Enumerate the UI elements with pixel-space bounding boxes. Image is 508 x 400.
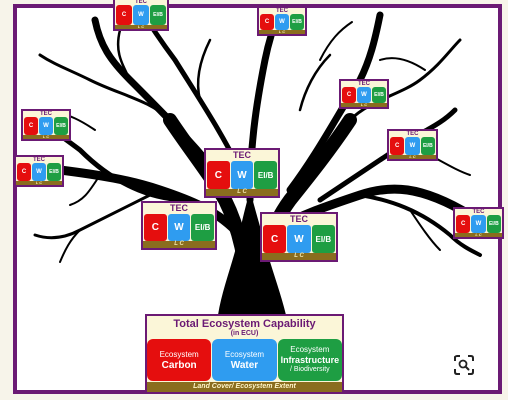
infrastructure-cell: EI/B <box>47 163 61 181</box>
land-cover-footer: L C <box>23 135 69 139</box>
water-cell: W <box>275 14 289 30</box>
water-cell: W <box>32 163 46 181</box>
water-cell: W <box>405 137 420 155</box>
infrastructure-cell: EI/B <box>191 214 215 241</box>
carbon-cell: C <box>390 137 405 155</box>
infrastructure-cell: EI/B <box>290 14 304 30</box>
carbon-cell: C <box>17 163 31 181</box>
land-cover-footer: L C <box>16 181 62 185</box>
main-subtitle: (in ECU) <box>230 330 259 337</box>
infrastructure-cell: EI/B <box>254 161 278 189</box>
carbon-cell: C <box>24 117 38 135</box>
infra-line1: Ecosystem <box>290 345 330 354</box>
tec-header: TEC <box>170 203 188 213</box>
water-line2: Water <box>230 360 259 371</box>
water-cell: W <box>471 215 486 233</box>
land-cover-footer-main: Land Cover/ Ecosystem Extent <box>147 382 342 392</box>
water-line1: Ecosystem <box>224 350 265 359</box>
infra-line2: Infrastructure <box>280 355 340 365</box>
water-cell: W <box>133 5 149 25</box>
land-cover-footer: L C <box>206 189 278 196</box>
infrastructure-cell: EI/B <box>54 117 68 135</box>
ecosystem-water-cell: Ecosystem Water <box>212 339 277 381</box>
infrastructure-cell: EI/B <box>486 215 501 233</box>
land-cover-footer: L C <box>262 253 336 260</box>
tec-header: TEC <box>33 157 45 163</box>
land-cover-footer: L C <box>389 155 436 159</box>
carbon-line1: Ecosystem <box>159 350 199 359</box>
tec-header: TEC <box>40 111 52 117</box>
water-cell: W <box>230 161 254 189</box>
tec-header: TEC <box>233 150 251 160</box>
carbon-cell: C <box>116 5 132 25</box>
main-title: Total Ecosystem Capability <box>173 318 316 330</box>
carbon-cell: C <box>260 14 274 30</box>
water-cell: W <box>357 87 371 103</box>
ecosystem-carbon-cell: Ecosystem Carbon <box>147 339 212 381</box>
infrastructure-cell: EI/B <box>311 225 335 253</box>
carbon-cell: C <box>342 87 356 103</box>
land-cover-footer: L C <box>115 25 167 29</box>
total-ecosystem-capability-box: Total Ecosystem Capability (in ECU) Ecos… <box>145 314 344 394</box>
water-cell: W <box>39 117 53 135</box>
search-zoom-icon[interactable] <box>453 354 475 376</box>
infrastructure-cell: EI/B <box>420 137 435 155</box>
tec-header: TEC <box>358 81 370 87</box>
infrastructure-cell: EI/B <box>372 87 386 103</box>
land-cover-footer: L C <box>259 30 305 34</box>
tec-header: TEC <box>472 209 485 215</box>
carbon-line2: Carbon <box>161 360 197 371</box>
carbon-cell: C <box>207 161 230 189</box>
water-cell: W <box>287 225 311 253</box>
ecosystem-infrastructure-cell: Ecosystem Infrastructure / Biodiversity <box>277 339 342 381</box>
land-cover-footer: L C <box>341 103 387 107</box>
land-cover-footer: L C <box>143 241 215 248</box>
carbon-cell: C <box>263 225 287 253</box>
tec-header: TEC <box>290 214 308 224</box>
infra-line3: / Biodiversity <box>289 366 330 373</box>
carbon-cell: C <box>144 214 167 241</box>
tec-header: TEC <box>406 131 419 137</box>
infrastructure-cell: EI/B <box>150 5 166 25</box>
land-cover-footer: L C <box>455 233 502 237</box>
tec-header: TEC <box>276 8 288 14</box>
tec-header: TEC <box>135 0 147 5</box>
water-cell: W <box>167 214 191 241</box>
carbon-cell: C <box>456 215 471 233</box>
